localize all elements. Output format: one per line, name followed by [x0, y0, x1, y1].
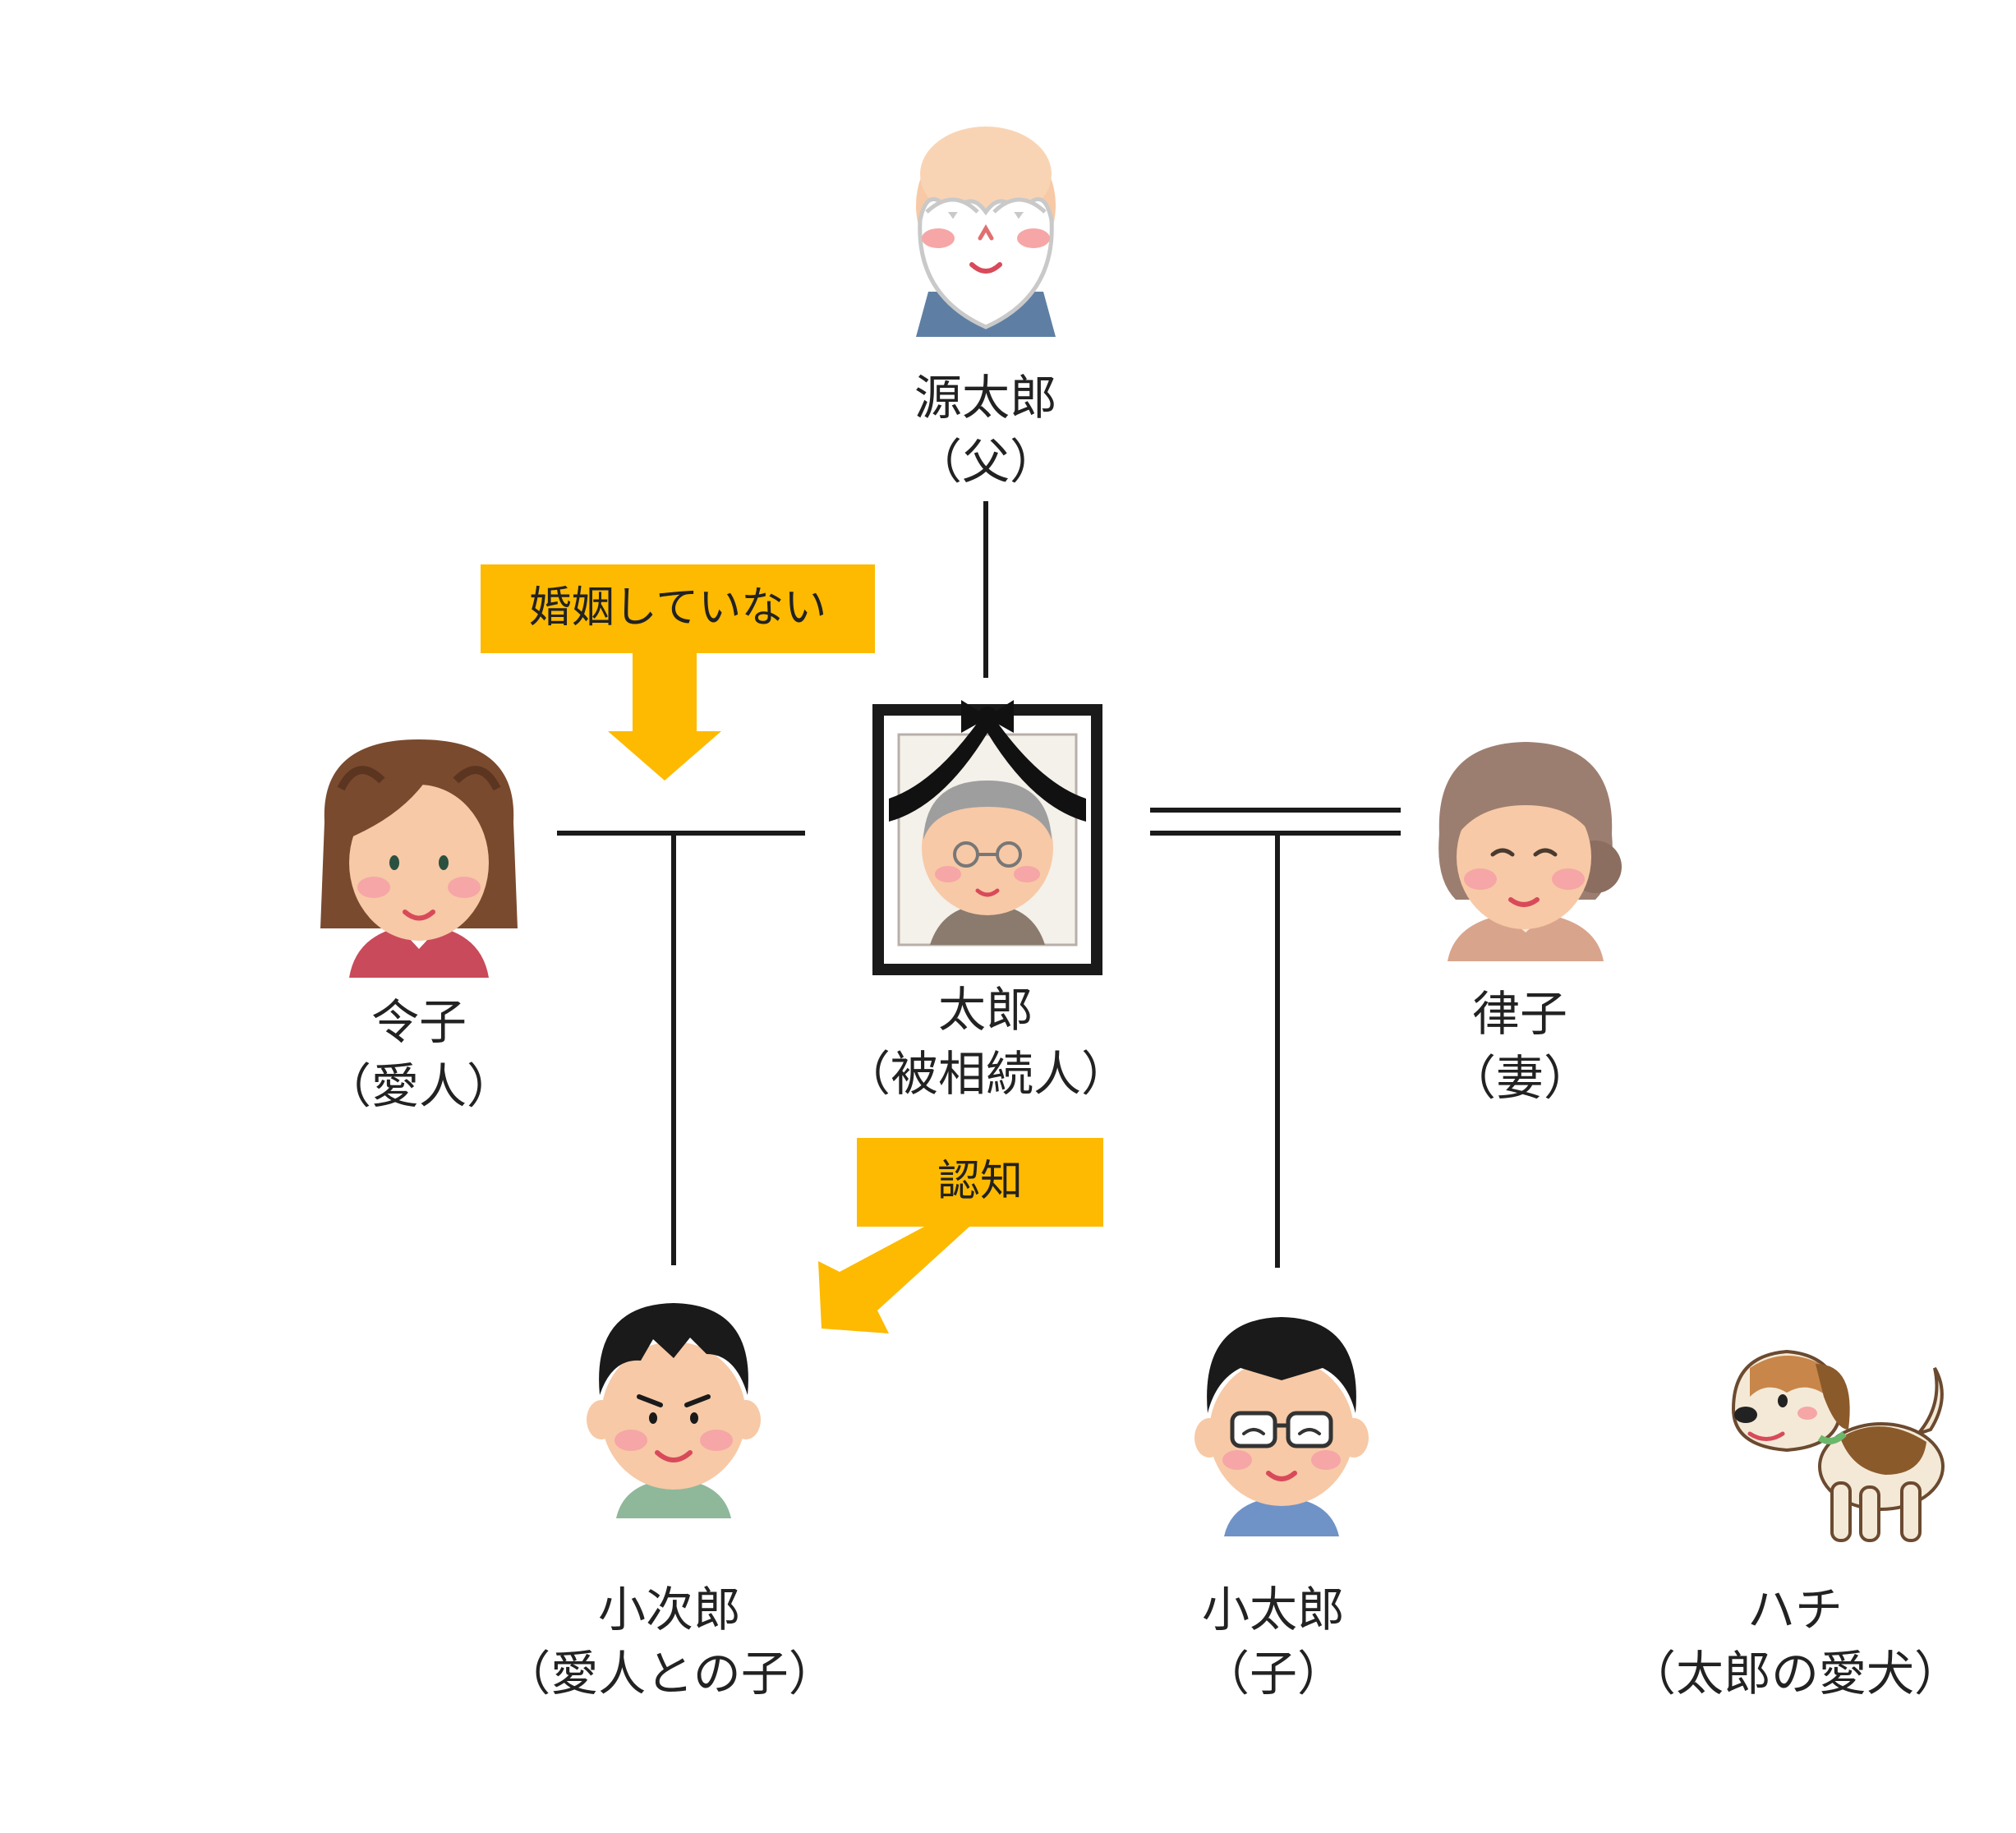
child-label: 小太郎 （子）: [1084, 1577, 1462, 1706]
illegitimate-child-label: 小次郎 （愛人との子）: [481, 1577, 858, 1706]
not-married-arrow-down: [608, 653, 721, 781]
elderly-woman-icon: [1438, 742, 1622, 961]
illegitimate-child-role: （愛人との子）: [503, 1646, 836, 1702]
elderly-man-icon: [916, 127, 1056, 337]
memorial-portrait-icon: [872, 700, 1102, 975]
dog-name: ハチ: [1747, 1582, 1843, 1637]
young-man-glasses-icon: [1194, 1317, 1369, 1536]
child-role: （子）: [1201, 1646, 1345, 1702]
not-married-label: 婚姻していない: [528, 583, 827, 633]
wife-role: （妻）: [1448, 1050, 1591, 1106]
deceased-label: 太郎 （被相続人）: [797, 978, 1175, 1106]
deceased-role: （被相続人）: [842, 1046, 1129, 1102]
dog-role: （太郎の愛犬）: [1627, 1646, 1962, 1702]
wife-label: 律子 （妻）: [1331, 982, 1709, 1110]
beagle-dog-icon: [1731, 1349, 1945, 1542]
mistress-name: 令子: [371, 994, 467, 1050]
deceased-name: 太郎: [937, 982, 1033, 1038]
not-married-callout-box: [481, 564, 875, 653]
father-label: 源太郎 （父）: [797, 366, 1175, 494]
illegitimate-child-name: 小次郎: [597, 1582, 741, 1637]
acknowledged-label: 認知: [937, 1157, 1023, 1206]
acknowledged-callout-box: [857, 1138, 1103, 1227]
deceased-portrait-face: [922, 781, 1053, 945]
mistress-role: （愛人）: [323, 1058, 514, 1114]
child-name: 小太郎: [1201, 1582, 1345, 1637]
wife-name: 律子: [1471, 986, 1567, 1042]
dog-label: ハチ （太郎の愛犬）: [1606, 1577, 1984, 1706]
acknowledged-arrow-diagonal: [818, 1227, 969, 1333]
woman-icon: [320, 739, 518, 978]
mistress-label: 令子 （愛人）: [230, 990, 608, 1118]
young-man-icon: [587, 1303, 761, 1518]
father-name: 源太郎: [914, 370, 1057, 426]
father-role: （父）: [914, 434, 1057, 490]
